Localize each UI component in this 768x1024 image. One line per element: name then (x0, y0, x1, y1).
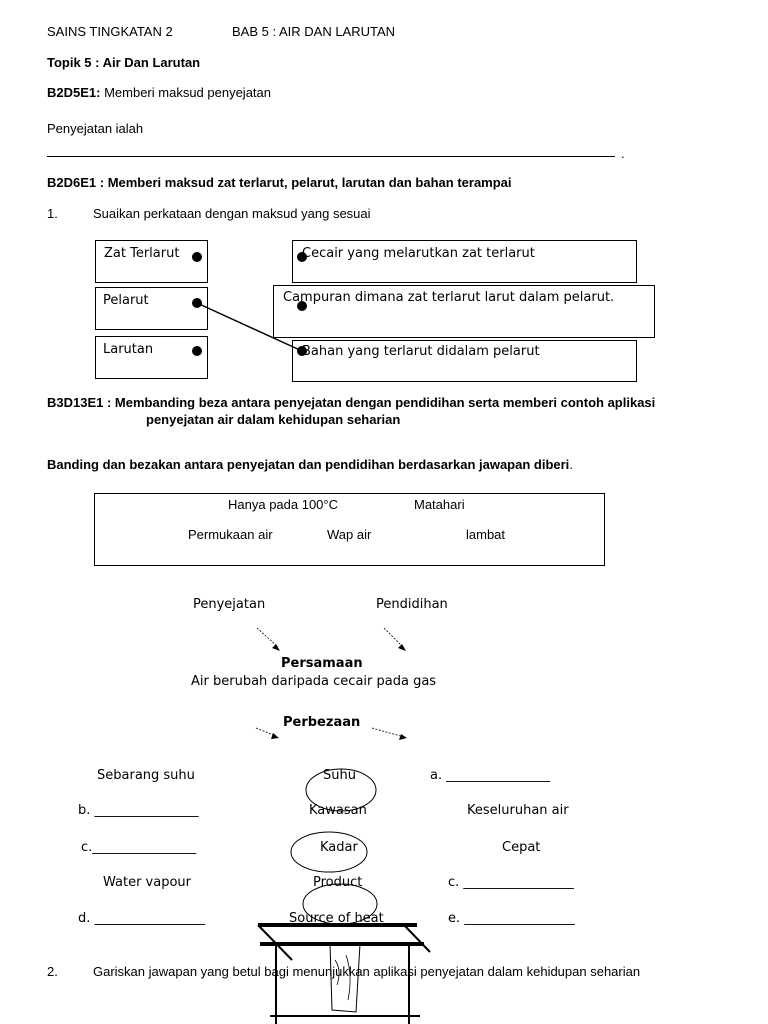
header-subject: SAINS TINGKATAN 2 (47, 24, 173, 39)
penyejatan-prompt: Penyejatan ialah (47, 121, 144, 136)
row3-left[interactable]: c.________________ (81, 840, 197, 855)
q1-text: Suaikan perkataan dengan maksud yang ses… (93, 206, 371, 221)
option-matahari: Matahari (414, 497, 465, 512)
match-right-label-2: Campuran dimana zat terlarut larut dalam… (283, 290, 615, 305)
match-right-label-3: Bahan yang terlarut didalam pelarut (302, 344, 540, 359)
compare-instruction-line: Banding dan bezakan antara penyejatan da… (47, 457, 573, 473)
b3d13e1-heading-1: B3D13E1 : Membanding beza antara penyeja… (47, 395, 656, 410)
arrow-penyejatan (256, 627, 279, 648)
match-right-label-1: Cecair yang melarutkan zat terlarut (302, 246, 535, 261)
row2-left[interactable]: b. ________________ (78, 803, 199, 818)
row1-right[interactable]: a. ________________ (430, 768, 551, 783)
similarity-text: Air berubah daripada cecair pada gas (191, 674, 437, 689)
row2-mid: Kawasan (309, 803, 367, 818)
row5-right[interactable]: e. _________________ (448, 911, 575, 926)
row1-mid: Suhu (323, 768, 356, 783)
column-penyejatan: Penyejatan (193, 597, 266, 612)
row5-mid: Source of heat (289, 911, 384, 926)
q2-number: 2. (47, 964, 58, 979)
option-hanya-pada-100c: Hanya pada 100°C (228, 497, 338, 512)
row2-right: Keseluruhan air (467, 803, 569, 818)
column-pendidihan: Pendidihan (376, 597, 448, 612)
header-chapter: BAB 5 : AIR DAN LARUTAN (232, 24, 396, 39)
row4-right[interactable]: c. _________________ (448, 875, 574, 890)
row1-left: Sebarang suhu (97, 768, 195, 783)
b2d5e1-text: Memberi maksud penyejatan (100, 85, 271, 100)
arrow-perbezaan-left (255, 727, 277, 737)
b2d5e1-line: B2D5E1: Memberi maksud penyejatan (47, 85, 271, 101)
arrowhead-1 (272, 644, 280, 651)
topic-title: Topik 5 : Air Dan Larutan (47, 55, 201, 70)
compare-instruction: Banding dan bezakan antara penyejatan da… (47, 457, 570, 472)
answer-options-box (94, 493, 605, 566)
match-right-box-3 (292, 340, 637, 382)
row4-left: Water vapour (103, 875, 192, 890)
answer-period: . (621, 146, 625, 161)
q2-text: Gariskan jawapan yang betul bagi menunju… (93, 964, 641, 979)
arrow-perbezaan-right (371, 727, 405, 738)
arrow-pendidihan (383, 627, 405, 649)
arrowhead-4 (399, 734, 407, 740)
match-left-label-1: Zat Terlarut (104, 246, 180, 261)
row4-mid: Product (313, 875, 363, 890)
match-right-box-1 (292, 240, 637, 283)
arrowhead-3 (271, 733, 279, 739)
q1-number: 1. (47, 206, 58, 221)
answer-line[interactable] (47, 156, 615, 157)
row3-mid: Kadar (320, 840, 358, 855)
arrowhead-2 (398, 644, 406, 651)
match-left-box-1 (95, 240, 208, 283)
similarity-title: Persamaan (281, 656, 363, 671)
row5-left[interactable]: d. _________________ (78, 911, 206, 926)
b2d5e1-code: B2D5E1: (47, 85, 101, 100)
option-wap-air: Wap air (327, 527, 372, 542)
b3d13e1-heading-2: penyejatan air dalam kehidupan seharian (146, 412, 401, 427)
difference-title: Perbezaan (283, 715, 361, 730)
option-lambat: lambat (466, 527, 506, 542)
b2d6e1-heading: B2D6E1 : Memberi maksud zat terlarut, pe… (47, 175, 512, 190)
match-left-box-3 (95, 336, 208, 379)
compare-instruction-end: . (569, 457, 573, 472)
option-permukaan-air: Permukaan air (188, 527, 273, 542)
match-left-label-2: Pelarut (103, 293, 149, 308)
match-left-label-3: Larutan (103, 342, 154, 357)
row3-right: Cepat (502, 840, 541, 855)
